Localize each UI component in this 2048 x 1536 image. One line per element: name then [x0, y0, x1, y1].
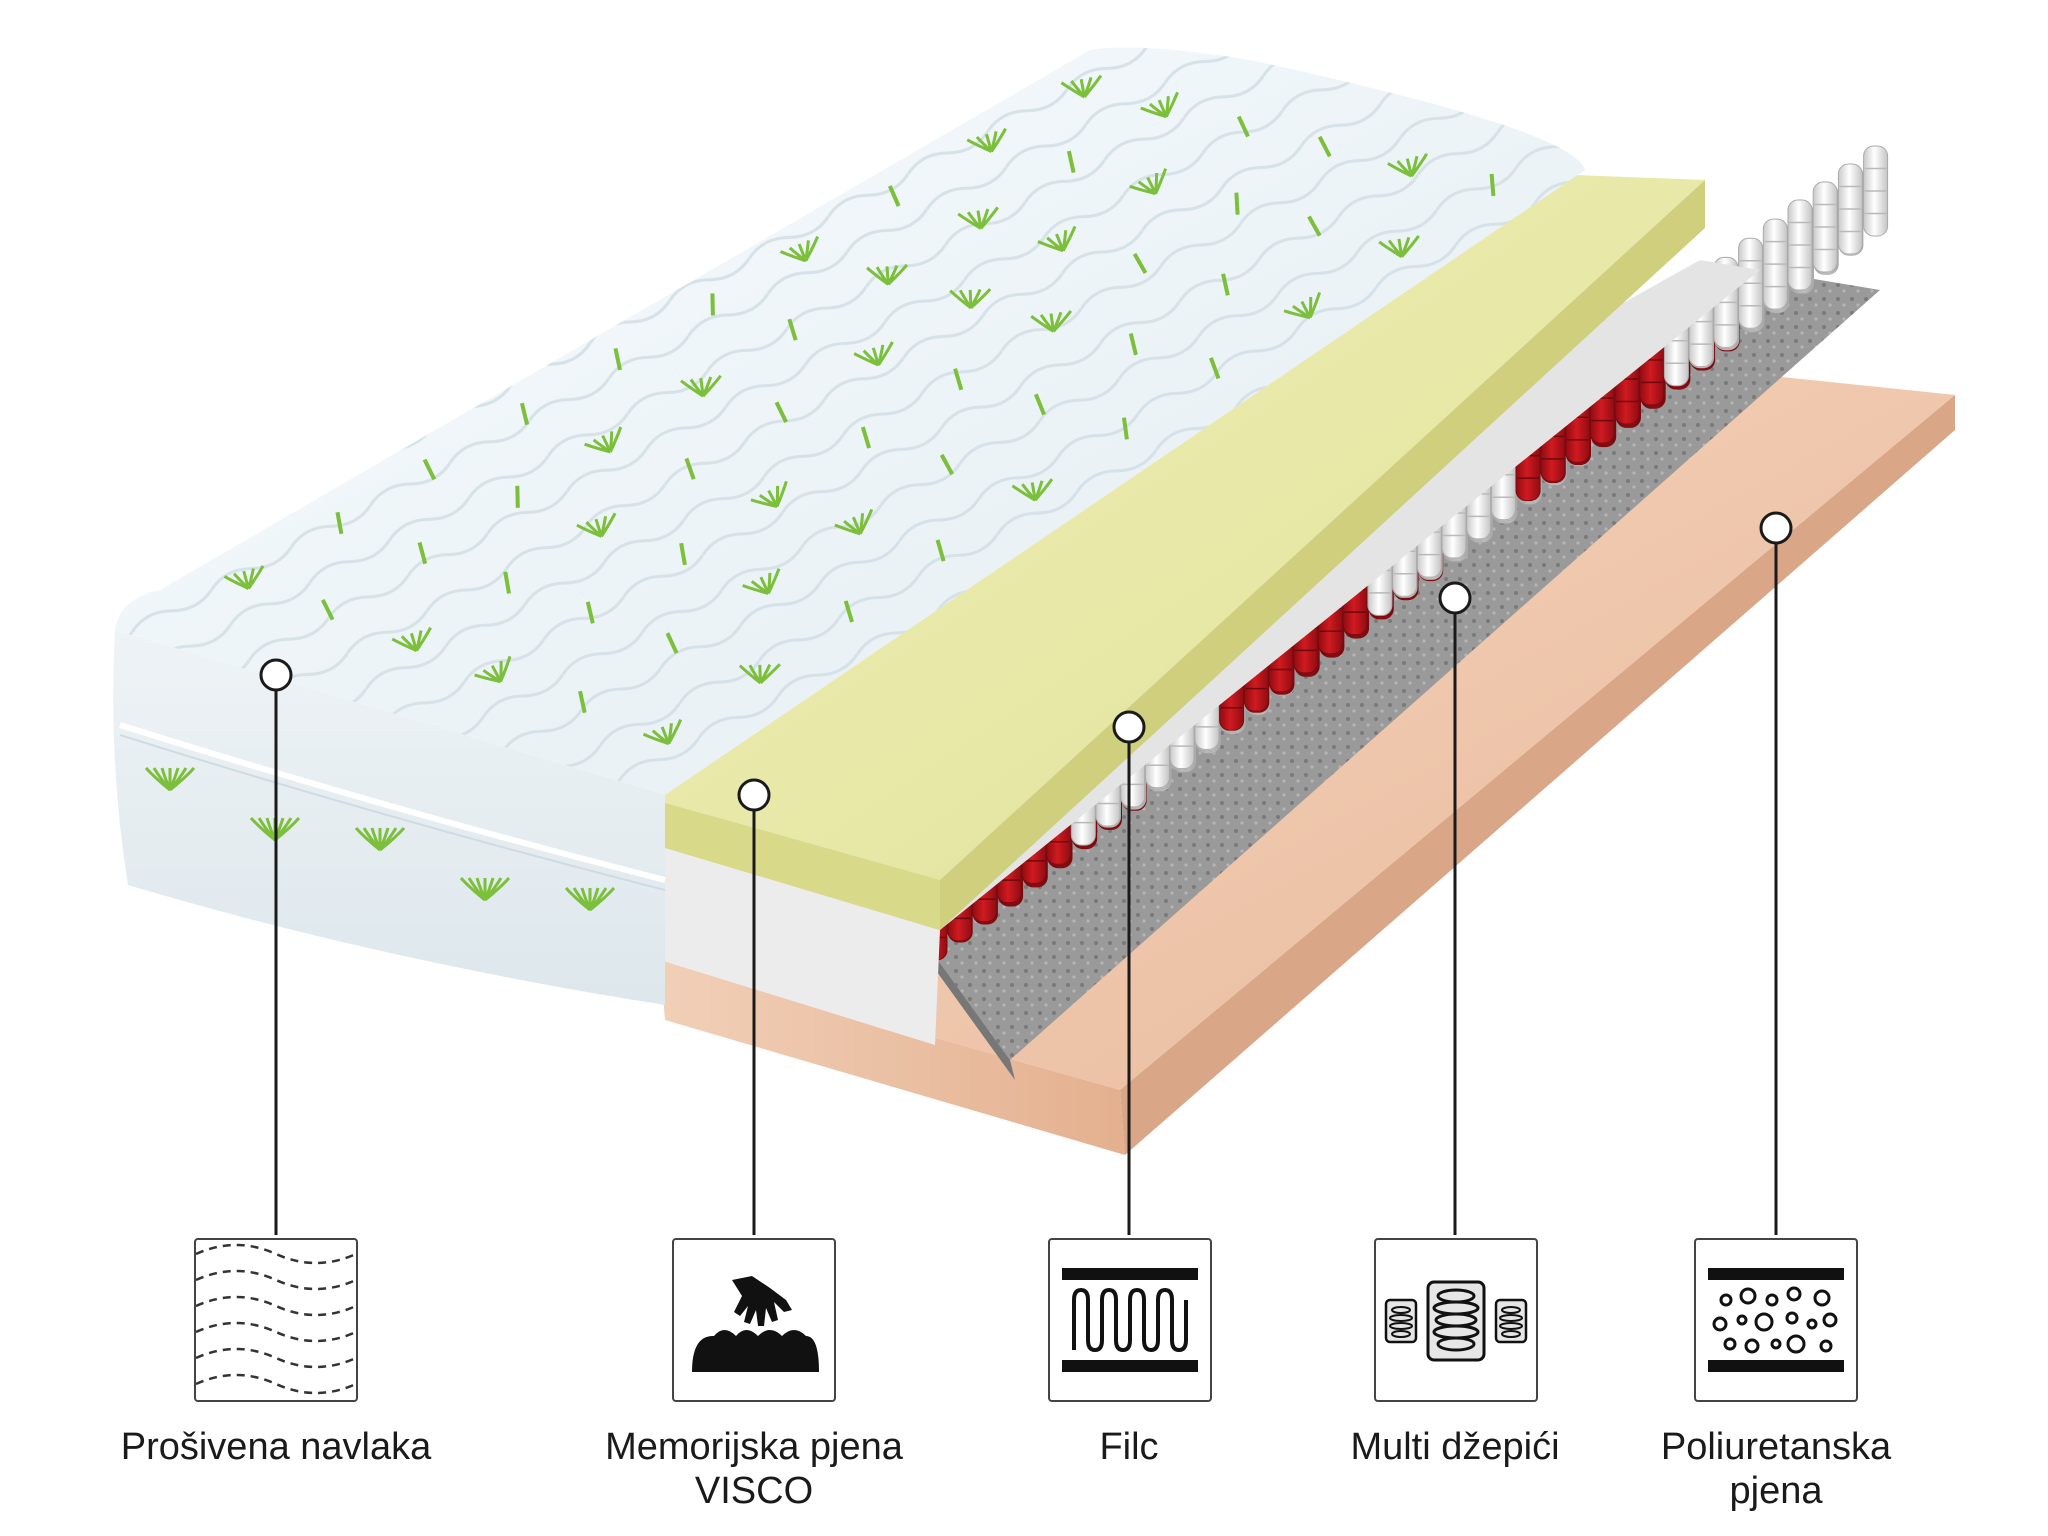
pocket-springs-icon-box — [1374, 1238, 1538, 1402]
leaf-sprig — [853, 341, 894, 367]
leaf-sprig — [738, 663, 781, 685]
leaf-sprig — [1307, 215, 1322, 237]
leaf-sprig — [1317, 135, 1332, 158]
leaf-sprig — [1129, 168, 1168, 196]
foam-bubbles-icon — [1708, 1268, 1844, 1372]
leaf-sprig — [1037, 225, 1077, 253]
leaf-sprig — [679, 542, 687, 566]
leaf-sprig — [779, 236, 820, 263]
leaf-sprig — [564, 886, 616, 912]
leaf-sprig — [584, 426, 623, 454]
callout-dot-cover — [259, 658, 293, 692]
callout-dot-felt — [1112, 710, 1146, 744]
leaf-sprig — [1387, 153, 1428, 178]
leaf-sprig — [1132, 252, 1148, 274]
feature-label-base: Poliuretanska pjena — [1660, 1426, 1892, 1512]
felt-icon-box — [1048, 1238, 1212, 1402]
leaf-sprig — [957, 206, 999, 230]
leaf-sprig — [391, 626, 432, 652]
leaf-sprig — [1011, 478, 1054, 502]
leaf-sprig — [834, 508, 874, 536]
leaf-sprig — [665, 632, 679, 654]
leaf-sprig — [787, 318, 798, 341]
leaf-sprig — [1121, 417, 1129, 440]
leaf-sprig — [1208, 357, 1221, 380]
leaf-sprig — [576, 512, 617, 538]
leaf-sprig — [680, 374, 722, 398]
leaf-sprig — [860, 426, 872, 449]
leaf-sprig — [742, 568, 781, 595]
leaf-sprig — [223, 565, 265, 590]
leaf-sprig — [585, 601, 595, 624]
leaf-sprig — [354, 826, 406, 852]
quilted-cover-icon — [196, 1243, 356, 1395]
leaf-sprig — [1234, 192, 1240, 215]
leaf-sprig — [1066, 150, 1076, 174]
callout-dot-base — [1759, 511, 1793, 545]
leaf-sprig — [1283, 291, 1322, 320]
felt-layer-icon — [1062, 1268, 1198, 1372]
feature-label-felt: Filc — [1099, 1426, 1159, 1468]
polyurethane-foam-icon-box — [1694, 1238, 1858, 1402]
leaf-sprig — [1060, 74, 1103, 99]
leaf-sprig — [1236, 115, 1250, 138]
callout-dot-visco — [737, 778, 771, 812]
leaf-sprig — [1221, 273, 1230, 296]
leaf-sprig — [684, 457, 696, 480]
leaf-sprig — [953, 368, 964, 391]
leaf-sprig — [459, 876, 511, 902]
leaf-sprig — [503, 571, 511, 594]
leaf-sprig — [474, 655, 512, 684]
leaf-sprig — [866, 263, 909, 286]
feature-label-cover: Prošivena navlaka — [120, 1426, 432, 1468]
leaf-sprig — [1378, 234, 1420, 258]
feature-label-springs: Multi džepići — [1350, 1426, 1560, 1468]
callout-dot-springs — [1438, 581, 1472, 615]
quilted-cover-icon-box — [194, 1238, 358, 1402]
leaf-pattern — [144, 74, 1496, 912]
leaf-sprig — [335, 511, 344, 535]
leaf-sprig — [1128, 333, 1138, 356]
leaf-sprig — [320, 599, 335, 621]
memory-foam-hand-icon — [692, 1276, 819, 1372]
leaf-sprig — [949, 288, 992, 310]
memory-foam-icon-box — [672, 1238, 836, 1402]
leaf-sprig — [1140, 91, 1179, 119]
leaf-sprig — [519, 402, 530, 426]
leaf-sprig — [613, 348, 622, 371]
leaf-sprig — [417, 541, 428, 565]
leaf-sprig — [1489, 173, 1496, 197]
pocket-springs-icon — [1384, 1280, 1528, 1362]
leaf-sprig — [939, 453, 954, 476]
leaf-sprig — [1030, 310, 1073, 333]
leaf-sprig — [887, 185, 901, 207]
feature-label-visco: Memorijska pjena VISCO — [605, 1426, 903, 1512]
leaf-sprig — [935, 539, 946, 562]
leaf-sprig — [144, 766, 196, 792]
callout-lines — [259, 511, 1793, 1235]
leaf-sprig — [422, 458, 437, 481]
leaf-sprig — [966, 127, 1007, 153]
leaf-sprig — [1033, 393, 1046, 416]
leaf-sprig — [578, 690, 587, 714]
quilted-cover — [113, 47, 1585, 1005]
leaf-sprig — [843, 600, 854, 623]
leaf-sprig — [774, 401, 788, 423]
leaf-sprig — [642, 719, 683, 746]
leaf-sprig — [750, 480, 788, 508]
